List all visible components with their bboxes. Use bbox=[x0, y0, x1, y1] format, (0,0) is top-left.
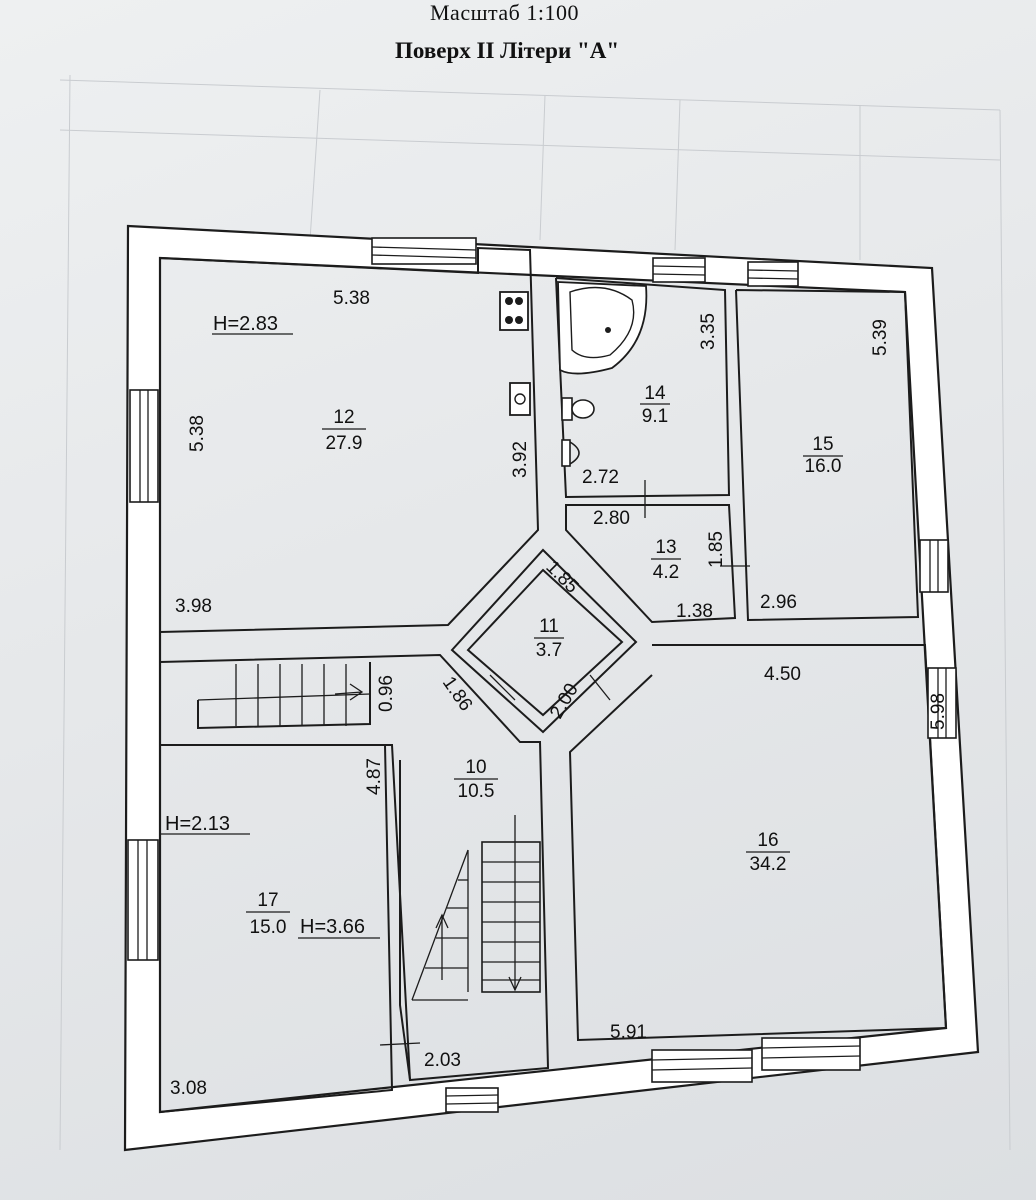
dim-r16-top: 4.50 bbox=[764, 664, 801, 685]
staircase-lower bbox=[411, 815, 541, 1001]
height-label-stair: H=2.13 bbox=[165, 813, 230, 835]
paper-grid bbox=[59, 74, 1011, 1151]
room-11-inner bbox=[466, 568, 624, 717]
dim-r15-bottom: 2.96 bbox=[760, 592, 797, 613]
dim-r10-left: 1.86 bbox=[438, 673, 476, 715]
dim-r13-bottom: 1.38 bbox=[676, 601, 713, 622]
window-bottom-right bbox=[761, 1037, 861, 1071]
room-11-label: 11 3.7 bbox=[534, 616, 564, 661]
window-left-upper bbox=[129, 389, 159, 503]
svg-text:12: 12 bbox=[333, 407, 354, 428]
window-right-upper bbox=[919, 539, 949, 593]
svg-text:11: 11 bbox=[539, 616, 559, 637]
svg-text:16: 16 bbox=[757, 830, 778, 851]
dim-r11-bottom: 2.00 bbox=[546, 680, 583, 723]
dim-r15-right: 5.39 bbox=[870, 319, 891, 356]
svg-text:34.2: 34.2 bbox=[750, 854, 787, 875]
room-17-label: 17 15.0 bbox=[246, 890, 290, 938]
dim-r14-right: 3.35 bbox=[698, 313, 719, 350]
dim-r16-right: 5.98 bbox=[928, 693, 949, 730]
svg-text:14: 14 bbox=[644, 383, 666, 404]
svg-text:10: 10 bbox=[465, 757, 486, 778]
stair-block-outline bbox=[159, 653, 550, 1082]
room-14-outline bbox=[555, 277, 731, 499]
outer-wall bbox=[123, 224, 980, 1152]
svg-text:13: 13 bbox=[655, 537, 676, 558]
dim-r17-bottom: 3.08 bbox=[170, 1078, 207, 1099]
window-top-left bbox=[371, 237, 477, 265]
svg-text:27.9: 27.9 bbox=[326, 433, 363, 454]
svg-text:3.7: 3.7 bbox=[536, 640, 562, 661]
room-11-outline bbox=[450, 548, 638, 734]
svg-text:15: 15 bbox=[812, 434, 833, 455]
dim-r12-bottom: 3.98 bbox=[175, 596, 212, 617]
svg-text:16.0: 16.0 bbox=[805, 456, 842, 477]
room-15-outline bbox=[735, 289, 920, 622]
dim-r16-bottom: 5.91 bbox=[610, 1022, 647, 1043]
window-top-right bbox=[747, 261, 799, 287]
dim-r12-left: 5.38 bbox=[187, 415, 208, 452]
dim-r12-right: 3.92 bbox=[510, 441, 531, 478]
dim-r12-top: 5.38 bbox=[333, 288, 370, 309]
room-15-label: 15 16.0 bbox=[803, 434, 843, 477]
toilet-icon bbox=[561, 397, 595, 421]
staircase-upper bbox=[197, 662, 371, 730]
svg-text:17: 17 bbox=[257, 890, 278, 911]
height-label-room12: H=2.83 bbox=[213, 313, 278, 335]
svg-text:9.1: 9.1 bbox=[642, 406, 668, 427]
height-label-room17: H=3.66 bbox=[300, 916, 365, 938]
room-14-label: 14 9.1 bbox=[640, 383, 670, 427]
room-16-label: 16 34.2 bbox=[746, 830, 790, 875]
room-12-label: 12 27.9 bbox=[322, 407, 366, 454]
dim-r13-top: 2.80 bbox=[593, 508, 630, 529]
scale-label: Масштаб 1:100 bbox=[430, 0, 579, 25]
bathroom-sink-icon bbox=[561, 439, 580, 467]
kitchen-sink-icon bbox=[509, 382, 531, 416]
room-12-outline bbox=[159, 246, 540, 633]
svg-text:15.0: 15.0 bbox=[250, 917, 287, 938]
dim-r14-bottom: 2.72 bbox=[582, 467, 619, 488]
dim-r11-left: 1.85 bbox=[541, 557, 582, 598]
door-marks bbox=[379, 480, 750, 1046]
room-10-partition bbox=[399, 760, 411, 1081]
room-10-label: 10 10.5 bbox=[454, 757, 498, 802]
room-13-label: 13 4.2 bbox=[651, 537, 681, 583]
svg-text:10.5: 10.5 bbox=[458, 781, 495, 802]
window-bottom-small bbox=[445, 1087, 499, 1113]
window-right-lower bbox=[927, 667, 957, 739]
window-left-lower bbox=[127, 839, 159, 961]
dim-r13-right: 1.85 bbox=[706, 531, 727, 568]
stove-icon bbox=[499, 291, 529, 331]
dim-r17-right: 4.87 bbox=[364, 758, 385, 795]
dim-r10-stair: 0.96 bbox=[376, 675, 397, 712]
room-17-outline bbox=[159, 744, 394, 1113]
dim-r10-bottom: 2.03 bbox=[424, 1050, 461, 1071]
window-bottom-left bbox=[651, 1049, 753, 1083]
room-16-outline bbox=[568, 644, 948, 1042]
room-13-outline bbox=[565, 504, 737, 624]
svg-text:4.2: 4.2 bbox=[653, 562, 679, 583]
floor-title: Поверх II Літери "А" bbox=[395, 38, 620, 63]
bathtub-icon bbox=[557, 281, 648, 375]
window-top-mid bbox=[652, 257, 706, 283]
